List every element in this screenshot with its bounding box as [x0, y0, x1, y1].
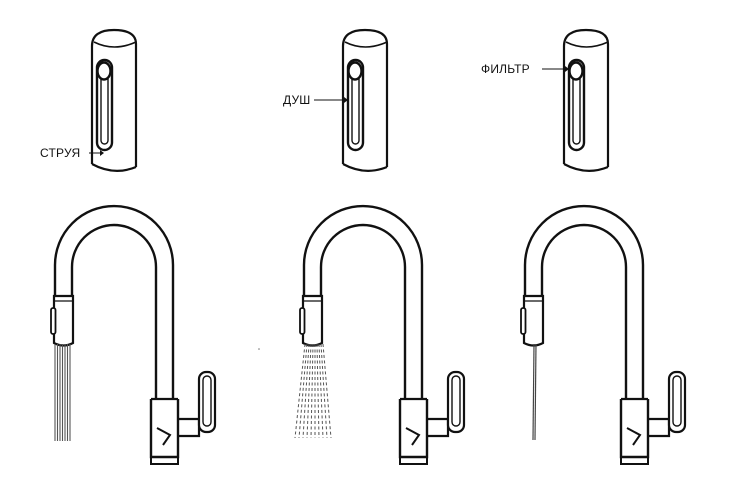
spray-head-icon: [562, 28, 610, 173]
callout-filter: [542, 66, 569, 72]
faucet-icon: [298, 204, 466, 466]
faucet-filter: [519, 204, 687, 466]
faucet-stream: [49, 204, 217, 466]
spray-head-filter: [562, 28, 610, 173]
shower-spray-icon: [294, 343, 332, 439]
speck: [258, 348, 260, 350]
callout-stream: [89, 150, 104, 156]
faucet-shower: [298, 204, 466, 466]
water-stream-icon: [54, 344, 71, 441]
filtered-stream-icon: [532, 343, 537, 441]
label-shower: ДУШ: [283, 93, 310, 107]
spray-head-shower: [341, 28, 389, 173]
label-filter: ФИЛЬТР: [481, 62, 530, 76]
callout-shower: [314, 97, 348, 103]
spray-head-stream: [90, 28, 138, 173]
spray-head-icon: [341, 28, 389, 173]
faucet-icon: [519, 204, 687, 466]
label-stream: СТРУЯ: [40, 146, 80, 160]
faucet-icon: [49, 204, 217, 466]
spray-head-icon: [90, 28, 138, 173]
